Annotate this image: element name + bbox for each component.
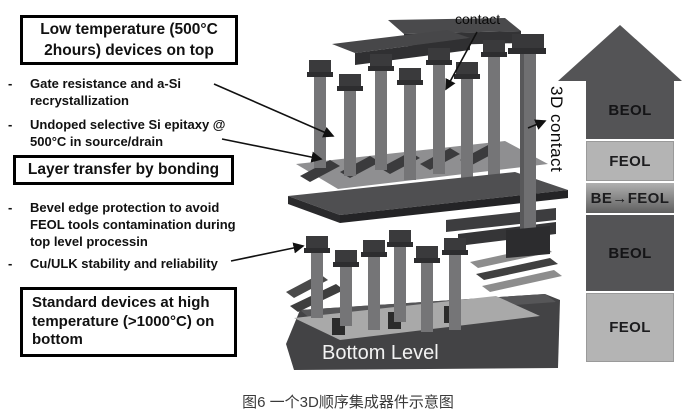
bullet-bevel-edge: - Bevel edge protection to avoid FEOL to… [8, 199, 236, 250]
bullet-line: top level processin [30, 234, 148, 249]
figure-caption: 图6 一个3D顺序集成器件示意图 [242, 394, 454, 411]
bullet-line: Undoped selective Si epitaxy @ [30, 117, 226, 132]
bullet-line: FEOL tools contamination during [30, 217, 236, 232]
bottom-level-label: Bottom Level [322, 342, 439, 364]
callout-line: bottom [32, 331, 83, 349]
bullet-dash: - [8, 76, 13, 91]
callout-standard-devices: Standard devices at high temperature (>1… [20, 287, 237, 357]
stack-layer-beol-bottom: BEOL [586, 215, 674, 291]
stack-arrow-head [558, 25, 682, 81]
3d-contact-vertical-label: 3D contact [547, 86, 566, 173]
contact-label: contact [455, 11, 501, 27]
callout-line: Standard devices at high [32, 294, 210, 312]
bullet-line: Cu/ULK stability and reliability [30, 256, 218, 271]
callout-layer-transfer: Layer transfer by bonding [13, 155, 234, 185]
bullet-dash: - [8, 200, 13, 215]
3d-contact-via-render [506, 34, 550, 258]
bullet-cu-ulk: - Cu/ULK stability and reliability [8, 255, 218, 272]
callout-line: temperature (>1000°C) on [32, 312, 215, 330]
bullet-line: recrystallization [30, 93, 129, 108]
device-3d-render: Bottom Level [286, 18, 568, 370]
stack-layer-beol-top: BEOL [586, 81, 674, 139]
bullet-si-epitaxy: - Undoped selective Si epitaxy @ 500°C i… [8, 116, 225, 150]
callout-line: 2hours) devices on top [44, 42, 214, 59]
stack-layer-feol-bottom: FEOL [586, 293, 674, 362]
stack-layer-be-feol: BE→FEOL [586, 183, 674, 213]
bullet-line: Bevel edge protection to avoid [30, 200, 220, 215]
bullet-line: Gate resistance and a-Si [30, 76, 182, 91]
bullet-dash: - [8, 256, 13, 271]
callout-line: Low temperature (500°C [40, 21, 218, 38]
bullet-dash: - [8, 117, 13, 132]
callout-line: Layer transfer by bonding [27, 161, 220, 178]
bullet-line: 500°C in source/drain [30, 134, 164, 149]
top-level-render [288, 18, 568, 223]
bullet-gate-resistance: - Gate resistance and a-Si recrystalliza… [8, 75, 181, 109]
stack-layer-feol-top: FEOL [586, 141, 674, 181]
callout-low-temperature-devices: Low temperature (500°C 2hours) devices o… [20, 15, 238, 65]
